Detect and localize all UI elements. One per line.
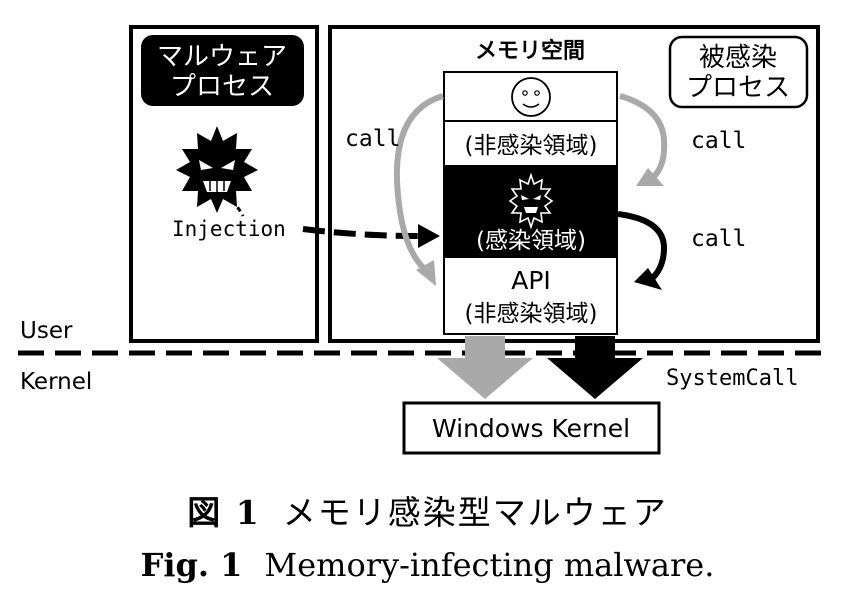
call-label-left: call <box>345 126 400 152</box>
injection-arrowhead <box>418 224 440 248</box>
api-label: API <box>511 266 551 295</box>
windows-kernel-label: Windows Kernel <box>432 414 630 443</box>
figure-caption-en-text: Memory-infecting malware. <box>264 546 715 584</box>
smiley-face-icon <box>511 77 551 117</box>
injection-label: Injection <box>172 217 286 241</box>
call-label-right-top: call <box>691 128 746 154</box>
call-arrow-left <box>393 93 444 275</box>
figure-caption-en: Fig. 1 Memory-infecting malware. <box>0 546 855 584</box>
infected-process-label-line1: 被感染 <box>699 43 777 73</box>
malware-process-badge <box>141 35 304 106</box>
user-label: User <box>20 318 73 344</box>
call-arrow-right-top <box>619 93 668 183</box>
call-label-right-bottom: call <box>691 226 746 252</box>
figure-caption-ja: 図 1 メモリ感染型マルウェア <box>0 486 855 534</box>
infected-process-badge <box>668 35 809 109</box>
windows-kernel-box <box>402 401 661 455</box>
malware-virus-icon <box>176 126 258 213</box>
injection-source-tick <box>230 199 245 217</box>
malware-process-box <box>129 25 319 343</box>
infected-region-label: (感染領域) <box>476 228 586 254</box>
figure-caption-ja-label: 図 1 <box>187 493 261 532</box>
systemcall-label: SystemCall <box>666 366 798 391</box>
malware-process-label-line1: マルウェア <box>157 42 287 72</box>
call-arrow-left-head <box>416 260 436 286</box>
memory-infection-diagram: マルウェア プロセス Injection 被感染 プロセス メモリ空間 (非感染… <box>18 25 830 455</box>
figure-caption-en-label: Fig. 1 <box>140 546 243 584</box>
memory-space-label: メモリ空間 <box>475 38 585 64</box>
malware-process-label-line2: プロセス <box>170 72 274 102</box>
uninfected-region-label: (非感染領域) <box>465 133 598 159</box>
call-arrow-right-top-head <box>636 168 664 186</box>
infected-virus-icon <box>508 172 554 230</box>
syscall-arrow-gray <box>437 336 533 399</box>
kernel-label: Kernel <box>20 369 92 395</box>
api-region-label: (非感染領域) <box>465 301 598 327</box>
call-arrow-right-bottom-head <box>634 268 662 290</box>
syscall-arrow-black <box>547 336 643 399</box>
infected-process-box <box>328 25 820 343</box>
call-arrow-right-bottom <box>617 211 668 285</box>
figure-caption-ja-text: メモリ感染型マルウェア <box>282 493 668 532</box>
infected-process-label-line2: プロセス <box>686 73 790 103</box>
